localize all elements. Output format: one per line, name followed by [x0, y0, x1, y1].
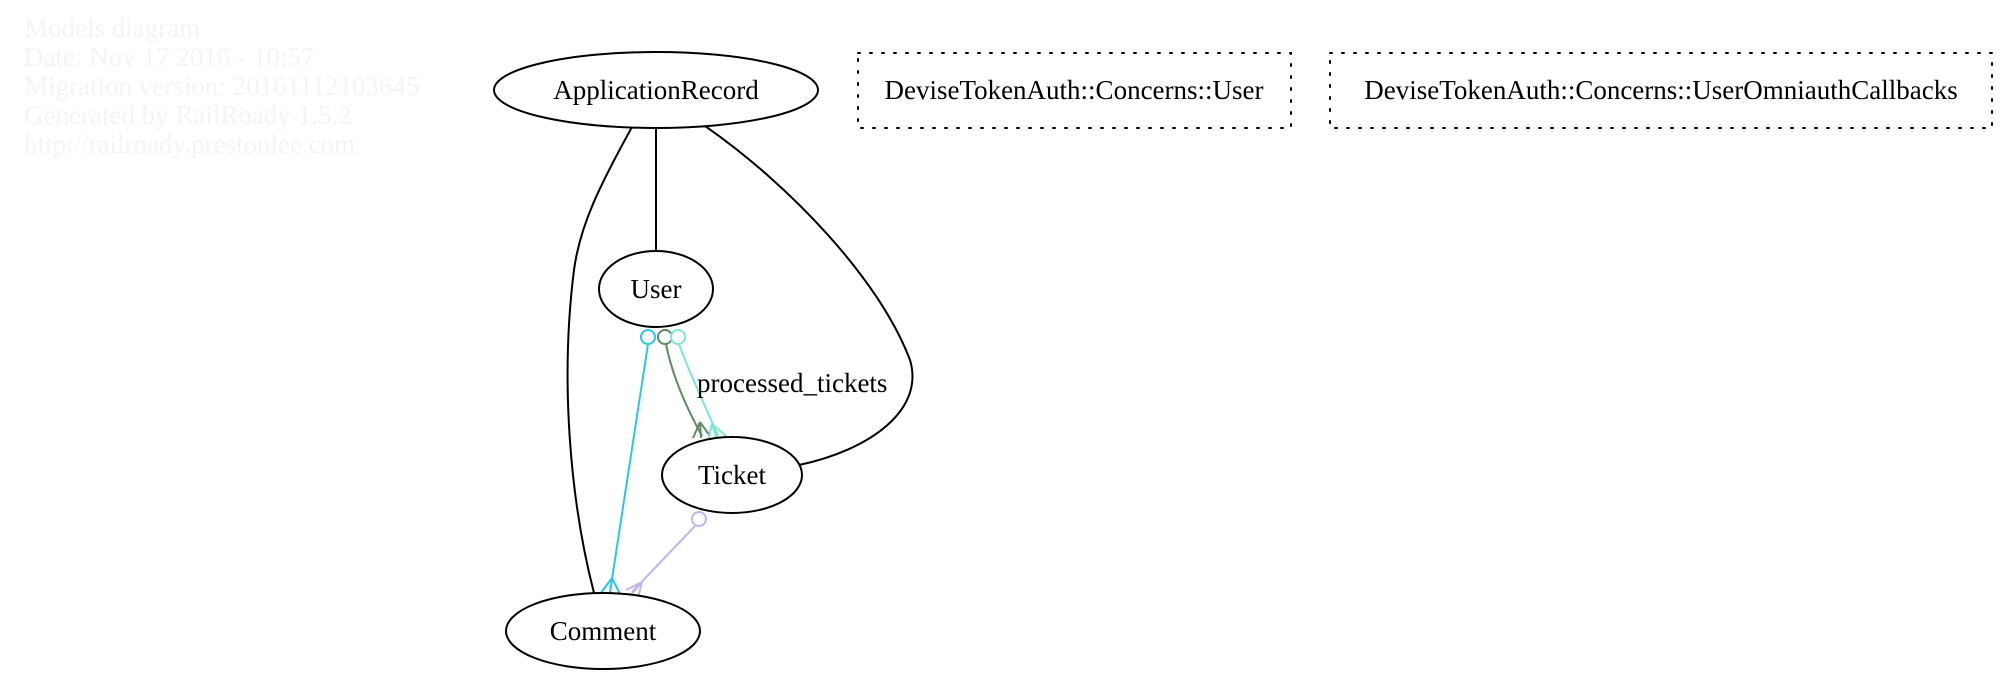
edge-user-comments-line: [609, 343, 649, 593]
edge-user-processed-tickets: [670, 329, 727, 441]
odot-icon: [657, 329, 673, 345]
meta-generator: Generated by RailRoady 1.5.2: [24, 100, 352, 130]
diagram-metadata: Models diagram Date: Nov 17 2016 - 10:57…: [24, 13, 419, 159]
module-concerns-omniauth-box: [1329, 52, 1993, 129]
module-concerns-omniauth: DeviseTokenAuth::Concerns::UserOmniauthC…: [1329, 52, 1993, 129]
edge-label-processed-tickets: processed_tickets: [697, 368, 887, 398]
edge-user-comments: [599, 329, 656, 595]
node-applicationrecord-label: ApplicationRecord: [553, 75, 759, 105]
crow-foot-icon: [692, 421, 711, 439]
edge-applicationrecord-ticket: [704, 125, 914, 466]
module-concerns-user-label: DeviseTokenAuth::Concerns::User: [884, 75, 1263, 105]
node-user: User: [598, 250, 714, 328]
node-ticket-label: Ticket: [698, 460, 767, 490]
node-ticket-shape: [661, 436, 803, 514]
node-comment-shape: [505, 592, 701, 670]
node-applicationrecord: ApplicationRecord: [493, 51, 819, 129]
meta-title: Models diagram: [24, 13, 200, 43]
node-applicationrecord-shape: [493, 51, 819, 129]
odot-icon: [640, 329, 656, 345]
node-comment-label: Comment: [550, 616, 657, 646]
meta-migration-version: Migration version: 20161112103645: [24, 71, 419, 101]
crow-foot-icon: [599, 577, 621, 595]
edge-ticket-comments-line: [631, 525, 696, 593]
node-user-label: User: [631, 274, 682, 304]
node-user-shape: [598, 250, 714, 328]
module-concerns-user-box: [857, 52, 1292, 129]
edge-ticket-comments: [625, 511, 707, 599]
module-concerns-omniauth-label: DeviseTokenAuth::Concerns::UserOmniauthC…: [1364, 75, 1958, 105]
meta-date: Date: Nov 17 2016 - 10:57: [24, 42, 314, 72]
association-edges: [599, 329, 727, 599]
node-ticket: Ticket: [661, 436, 803, 514]
odot-icon: [691, 511, 707, 527]
node-comment: Comment: [505, 592, 701, 670]
edge-applicationrecord-comment: [566, 126, 633, 594]
module-concerns-user: DeviseTokenAuth::Concerns::User: [857, 52, 1292, 129]
meta-url: http://railroady.prestonlee.com: [24, 129, 355, 159]
odot-icon: [670, 329, 686, 345]
inheritance-edges: [566, 125, 914, 594]
